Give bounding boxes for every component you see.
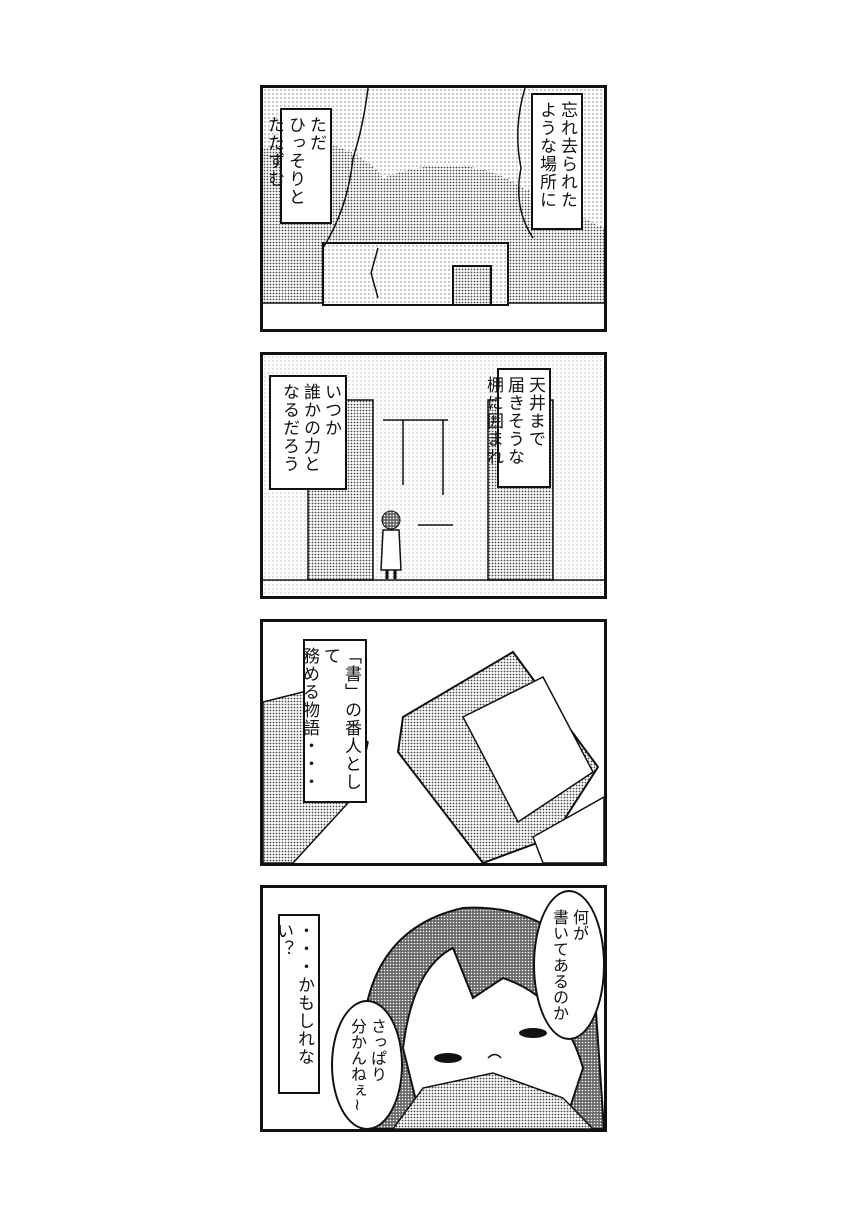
caption-box: ただひっそりとたたずむ <box>264 108 332 224</box>
caption-box: 天井まで届きそうな棚に囲まれ <box>483 368 551 488</box>
caption-box: 「書」の番人として務める物語・・・ <box>299 639 367 803</box>
caption-box: いつか誰かの力となるだろう <box>269 375 347 490</box>
panel-2: 天井まで届きそうな棚に囲まれ いつか誰かの力となるだろう <box>260 352 607 599</box>
caption-box: 忘れ去られたような場所に <box>531 93 583 230</box>
speech-bubble: さっぱり分かんねぇ~ <box>331 1000 403 1129</box>
panel-1: 忘れ去られたような場所に ただひっそりとたたずむ <box>260 85 607 332</box>
caption-box: ・・・かもしれない？ <box>273 914 320 1094</box>
panel-4: ・・・かもしれない？ 何が書いてあるのか さっぱり分かんねぇ~ <box>260 885 607 1132</box>
panel-3: 「書」の番人として務める物語・・・ <box>260 619 607 866</box>
speech-bubble: 何が書いてあるのか <box>533 890 604 1040</box>
